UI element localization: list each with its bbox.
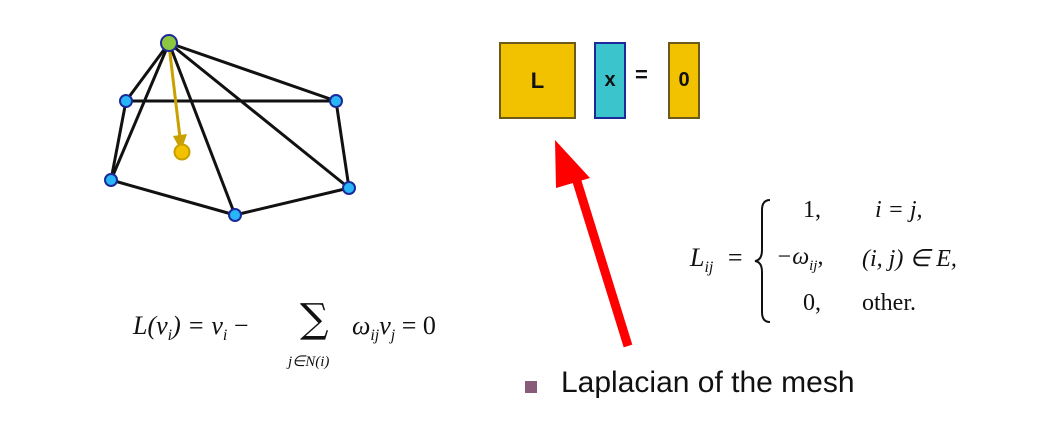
red-arrow-head	[555, 140, 590, 188]
center-vertex	[160, 34, 178, 52]
formula-lhs-sub: i	[167, 327, 173, 345]
formula-minus: −	[227, 311, 249, 340]
mesh-edge	[234, 186, 350, 217]
laplacian-matrix-box: L	[499, 42, 576, 119]
lij-sub: ij	[704, 259, 714, 277]
case-3-condition: other.	[862, 290, 916, 316]
red-arrow-shaft	[570, 173, 633, 348]
formula-lhs: L(v	[133, 311, 168, 340]
omega-sub: ij	[370, 327, 380, 345]
mesh-vertex	[104, 173, 118, 187]
sum-symbol: ∑	[300, 296, 329, 342]
mesh-edge	[110, 178, 236, 217]
sum-index: j∈N(i)	[288, 354, 330, 370]
x-vector-label: x	[604, 69, 616, 91]
mesh-vertex	[342, 181, 356, 195]
x-vector-box: x	[594, 42, 626, 119]
mesh-edge	[109, 42, 171, 181]
mesh-vertex	[228, 208, 242, 222]
case-1-value: 1,	[803, 197, 821, 223]
lij-symbol: L	[690, 243, 705, 272]
mesh-edge	[168, 41, 350, 190]
mesh-edge	[334, 100, 351, 189]
mesh-edge	[124, 42, 171, 102]
case-2-value-wrap: −ωij,	[776, 244, 823, 275]
mesh-vertex	[119, 94, 133, 108]
zero-vector-box: 0	[668, 42, 700, 119]
vj: v	[379, 311, 391, 340]
formula-rhs: ωijvj = 0	[352, 311, 436, 345]
case-3-value: 0,	[803, 290, 821, 316]
formula-lhs-mid: ) = v	[172, 311, 223, 340]
vertex-laplacian-formula: L(vi) = vi −	[133, 311, 249, 345]
case-2-value: −ω	[776, 244, 810, 270]
formula-v-sub: i	[222, 327, 228, 345]
lij-lhs: Lij =	[690, 243, 743, 277]
case-1-condition: i = j,	[875, 197, 923, 223]
cases-brace	[754, 199, 771, 323]
mesh-vertex	[329, 94, 343, 108]
vj-sub: j	[390, 327, 396, 345]
equals-sign: =	[635, 62, 648, 87]
case-2-condition: (i, j) ∈ E,	[862, 246, 957, 272]
mesh-edges	[109, 41, 351, 217]
laplacian-vector-head	[173, 134, 187, 151]
omega: ω	[352, 311, 371, 340]
mesh-edge	[109, 100, 128, 181]
lij-equals: =	[727, 243, 743, 272]
zero-vector-label: 0	[678, 69, 690, 91]
case-2-value-sub: ij	[809, 257, 818, 274]
laplacian-matrix-label: L	[530, 67, 545, 93]
laplacian-vector	[167, 44, 182, 139]
bullet-text: Laplacian of the mesh	[561, 366, 855, 399]
mesh-diagram	[104, 34, 356, 222]
formula-rhs-zero: = 0	[395, 311, 436, 340]
case-2-value-suffix: ,	[817, 244, 824, 270]
mesh-edge	[168, 41, 337, 103]
bullet-marker	[525, 381, 537, 393]
mesh-edge	[167, 42, 237, 216]
target-point	[173, 143, 191, 161]
